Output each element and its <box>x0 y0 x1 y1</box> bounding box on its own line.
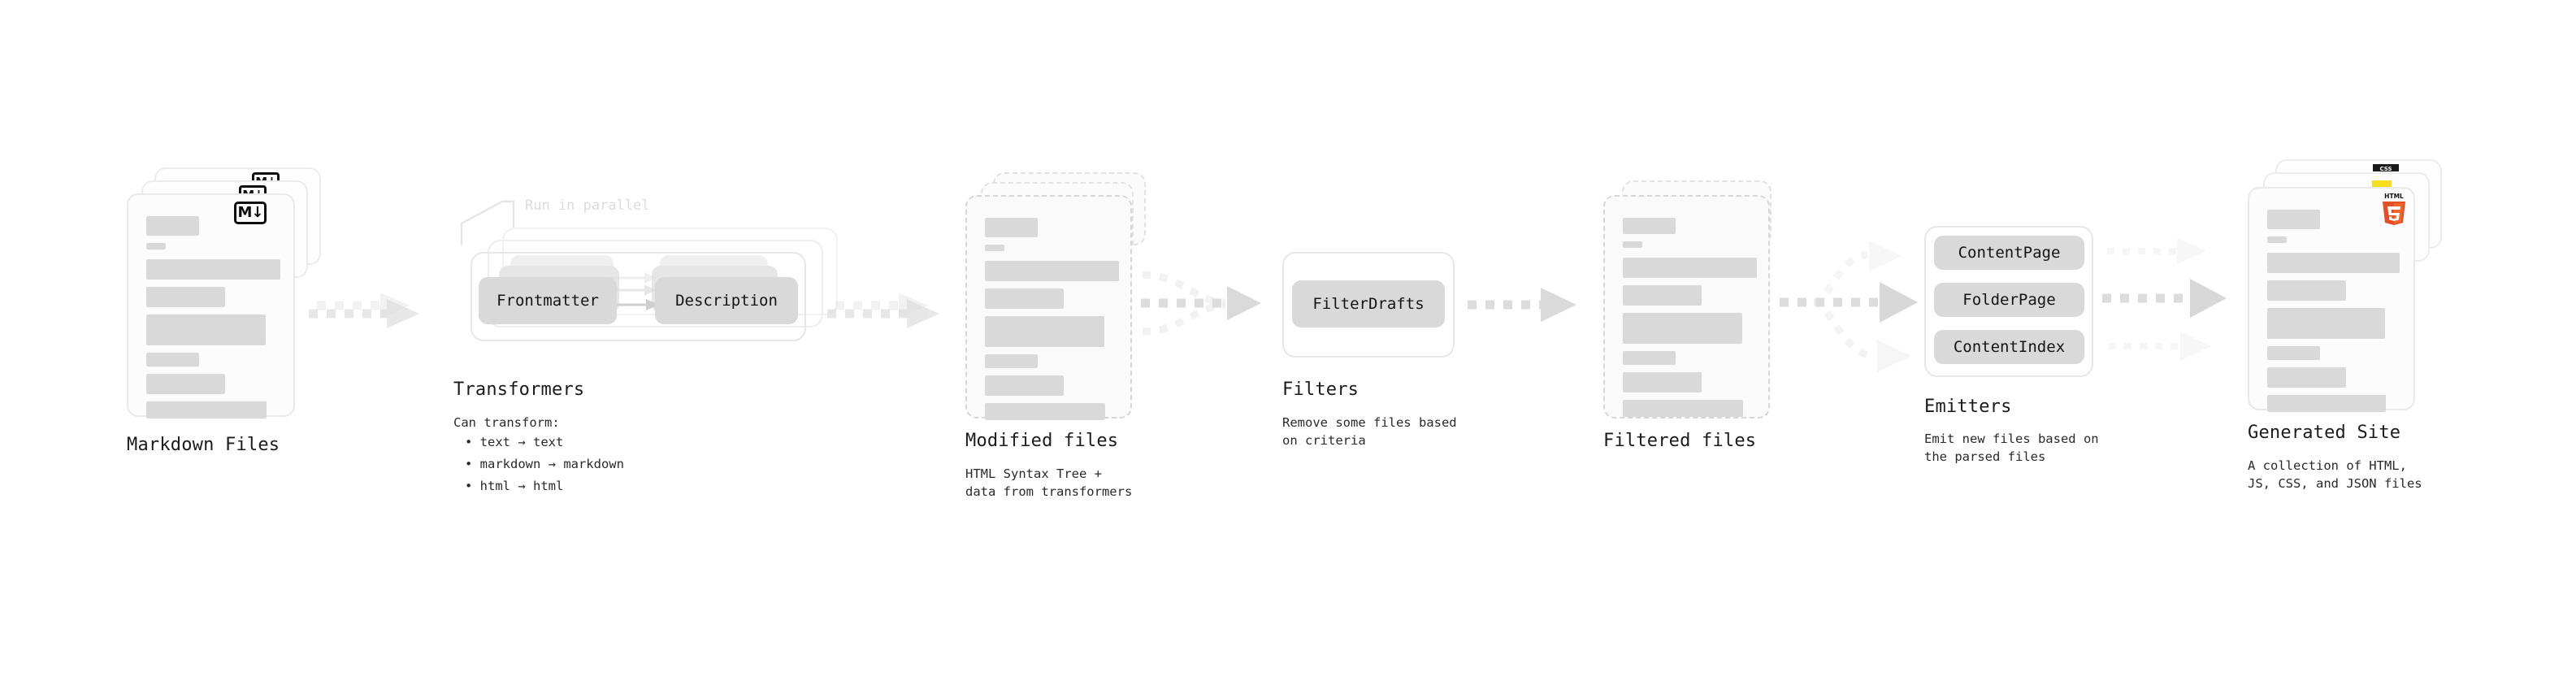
svg-text:CSS: CSS <box>2379 166 2392 172</box>
content-bar <box>985 288 1064 309</box>
generated-file-card <box>2248 187 2415 412</box>
content-bar <box>146 259 280 280</box>
content-bar <box>985 375 1064 396</box>
content-bar <box>1623 258 1757 278</box>
run-in-parallel-leader <box>460 200 515 245</box>
generated-site-desc-0: A collection of HTML, <box>2248 458 2407 473</box>
transformer-chip-frontmatter[interactable]: Frontmatter <box>479 277 617 324</box>
content-bar <box>146 287 225 307</box>
transformer-chip-description[interactable]: Description <box>655 277 798 324</box>
modified-files-caption: Modified files <box>965 431 1119 451</box>
emitters-desc-0: Emit new files based on <box>1924 432 2099 446</box>
transformers-desc-item-0: • text → text <box>465 435 564 449</box>
content-bar <box>1623 351 1676 365</box>
emitter-chip-contentpage[interactable]: ContentPage <box>1934 236 2084 270</box>
content-bar <box>1623 400 1743 417</box>
modified-file-content <box>985 218 1119 427</box>
content-bar <box>985 403 1105 420</box>
emitter-chip-contentindex[interactable]: ContentIndex <box>1934 330 2084 364</box>
markdown-files-caption: Markdown Files <box>127 435 280 455</box>
arrow-filters-to-filtered-files <box>1468 288 1576 322</box>
filters-desc-0: Remove some files based <box>1282 415 1457 430</box>
transformers-desc-item-2: • html → html <box>465 479 564 493</box>
content-bar <box>146 353 199 367</box>
run-in-parallel-annotation: Run in parallel <box>525 197 650 214</box>
markdown-file-card <box>127 193 295 419</box>
generated-file-content <box>2267 210 2400 419</box>
arrow-markdown-to-transformers <box>309 293 419 328</box>
emitter-chip-label: ContentPage <box>1958 244 2061 262</box>
content-bar <box>1623 218 1676 234</box>
markdown-badge-letter: M <box>237 204 252 221</box>
modified-file-card <box>965 195 1132 420</box>
html5-icon: HTML <box>2380 192 2408 226</box>
filtered-file-content <box>1623 218 1757 424</box>
emitter-chip-folderpage[interactable]: FolderPage <box>1934 283 2084 317</box>
content-bar <box>2267 308 2385 339</box>
content-bar <box>2267 367 2346 388</box>
content-bar <box>2267 346 2320 360</box>
markdown-file-content <box>146 216 280 426</box>
arrow-emitters-to-generated-site <box>2102 238 2227 361</box>
content-bar <box>985 316 1104 347</box>
transformer-panel <box>471 252 806 341</box>
arrow-modified-files-to-filters <box>1141 271 1261 336</box>
transformer-chip-label: Description <box>675 292 778 310</box>
emitter-chip-label: ContentIndex <box>1953 338 2066 356</box>
transformers-desc-item-1: • markdown → markdown <box>465 457 624 471</box>
content-bar <box>146 216 199 236</box>
transformer-chip-label: Frontmatter <box>497 292 599 310</box>
content-bar <box>146 314 266 345</box>
arrow-transformers-to-modified-files <box>827 293 939 328</box>
modified-files-desc-0: HTML Syntax Tree + <box>965 466 1102 481</box>
transformers-caption: Transformers <box>453 380 585 400</box>
emitters-caption: Emitters <box>1924 397 2012 417</box>
content-bar <box>146 401 267 419</box>
content-bar <box>146 374 225 394</box>
emitters-desc-1: the parsed files <box>1924 449 2046 464</box>
markdown-icon: M↓ <box>234 202 267 224</box>
modified-files-desc-1: data from transformers <box>965 484 1133 499</box>
content-bar <box>1623 285 1702 306</box>
content-bar <box>985 261 1119 281</box>
arrow-filtered-files-to-emitters <box>1780 241 1918 372</box>
generated-site-caption: Generated Site <box>2248 423 2401 443</box>
content-bar <box>2267 236 2287 243</box>
content-bar <box>985 354 1038 368</box>
content-bar <box>1623 313 1742 344</box>
generated-site-desc-1: JS, CSS, and JSON files <box>2248 476 2422 491</box>
emitter-chip-label: FolderPage <box>1962 291 2056 309</box>
filtered-file-card <box>1603 195 1770 419</box>
content-bar <box>2267 280 2346 301</box>
content-bar <box>1623 241 1642 248</box>
content-bar <box>146 243 166 249</box>
content-bar <box>1623 372 1702 393</box>
content-bar <box>2267 253 2400 273</box>
transformers-desc-intro: Can transform: <box>453 415 560 430</box>
content-bar <box>2267 395 2386 412</box>
filters-caption: Filters <box>1282 380 1360 400</box>
filters-desc-1: on criteria <box>1282 433 1366 448</box>
content-bar <box>985 245 1004 251</box>
filter-chip-label: FilterDrafts <box>1312 295 1425 313</box>
markdown-badge-arrow: ↓ <box>251 204 263 221</box>
svg-text:HTML: HTML <box>2384 193 2404 200</box>
content-bar <box>985 218 1038 237</box>
filtered-files-caption: Filtered files <box>1603 431 1757 451</box>
content-bar <box>2267 210 2320 229</box>
filter-chip-filterdrafts[interactable]: FilterDrafts <box>1292 280 1445 327</box>
